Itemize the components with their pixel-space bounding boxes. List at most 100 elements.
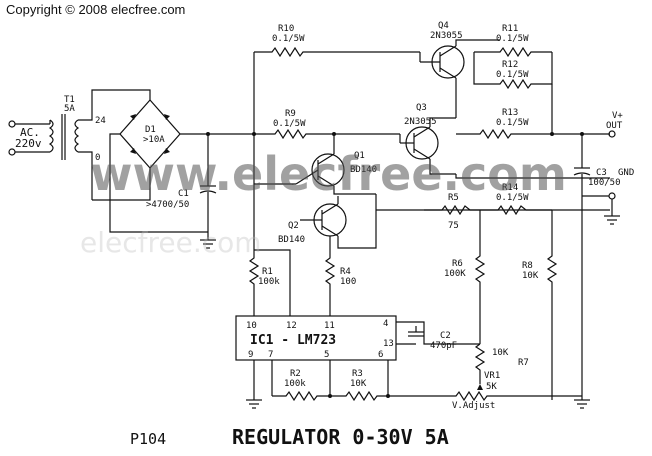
r3-ref: R3 xyxy=(352,369,363,379)
r5-value: 75 xyxy=(448,221,459,231)
ic-pin-5: 5 xyxy=(324,350,329,360)
r11-value: 0.1/5W xyxy=(496,34,529,44)
r14-value: 0.1/5W xyxy=(496,193,529,203)
vplus-label: V+ xyxy=(612,111,623,121)
ic-pin-12: 12 xyxy=(286,321,297,331)
q4-part: 2N3055 xyxy=(430,31,463,41)
r2-value: 100k xyxy=(284,379,306,389)
c1-value: >4700/50 xyxy=(146,200,189,210)
r9-ref: R9 xyxy=(285,109,296,119)
c3-ref: C3 xyxy=(596,168,607,178)
ic-pin-10: 10 xyxy=(246,321,257,331)
r7-ref: R7 xyxy=(518,358,529,368)
r12-ref: R12 xyxy=(502,60,518,70)
r13-ref: R13 xyxy=(502,108,518,118)
r5-ref: R5 xyxy=(448,193,459,203)
r2-ref: R2 xyxy=(290,369,301,379)
ic-pin-4: 4 xyxy=(383,319,388,329)
watermark: www.elecfree.com xyxy=(90,147,567,201)
r4-value: 100 xyxy=(340,277,356,287)
r10-ref: R10 xyxy=(278,24,294,34)
resistor-r13: R13 0.1/5W xyxy=(456,108,610,140)
capacitor-c2: C2 470pF xyxy=(396,326,457,351)
r6-ref: R6 xyxy=(452,259,463,269)
r1-value: 100k xyxy=(258,277,280,287)
t1-tap-24: 24 xyxy=(95,116,106,126)
c1-ref: C1 xyxy=(178,189,189,199)
c2-ref: C2 xyxy=(440,331,451,341)
t1-ref: T1 xyxy=(64,95,75,105)
q4-ref: Q4 xyxy=(438,21,449,31)
feedback-wire xyxy=(396,321,480,345)
q1-ref: Q1 xyxy=(354,151,365,161)
r7-value: 10K xyxy=(492,348,509,358)
copyright-text: Copyright © 2008 elecfree.com xyxy=(6,2,185,17)
ic-pin-13: 13 xyxy=(383,339,394,349)
resistor-r5: R5 75 xyxy=(424,193,480,231)
transformer-t1: T1 5A 24 0 xyxy=(48,89,151,163)
r4-ref: R4 xyxy=(340,267,351,277)
q2-ref: Q2 xyxy=(288,221,299,231)
resistor-r1: R1 100k xyxy=(248,249,291,316)
ic-pin-9: 9 xyxy=(248,350,253,360)
d1-rating: >10A xyxy=(143,135,165,145)
ic-pin-11: 11 xyxy=(324,321,335,331)
transistor-q3: Q3 2N3055 xyxy=(399,103,456,175)
emitter-bus xyxy=(455,174,610,179)
transistor-q4: Q4 2N3055 xyxy=(419,21,500,118)
ac-input: AC. 220v xyxy=(8,120,50,156)
c2-value: 470pF xyxy=(430,341,457,351)
r3-value: 10K xyxy=(350,379,367,389)
q2-part: BD140 xyxy=(278,235,305,245)
resistor-r7: 10K R7 xyxy=(474,343,529,384)
r12-value: 0.1/5W xyxy=(496,70,529,80)
resistor-r2: R2 100k xyxy=(272,369,330,402)
q1-part: BD140 xyxy=(350,165,377,175)
transistor-q1: Q1 BD140 xyxy=(295,134,377,195)
potentiometer-vr1[interactable]: VR1 5K V.Adjust xyxy=(440,371,582,411)
r8-ref: R8 xyxy=(522,261,533,271)
resistor-r6: R6 100K xyxy=(444,210,486,344)
footer-title: REGULATOR 0-30V 5A xyxy=(232,425,449,449)
r13-value: 0.1/5W xyxy=(496,118,529,128)
t1-tap-0: 0 xyxy=(95,153,100,163)
d1-ref: D1 xyxy=(145,125,156,135)
ac-label: AC. xyxy=(20,126,40,139)
r8-value: 10K xyxy=(522,271,539,281)
r11-ref: R11 xyxy=(502,24,518,34)
capacitor-c1: C1 >4700/50 xyxy=(146,132,217,249)
r10-value: 0.1/5W xyxy=(272,34,305,44)
resistor-r14: R14 0.1/5W xyxy=(480,183,552,216)
r1-ref: R1 xyxy=(262,267,273,277)
r9-value: 0.1/5W xyxy=(273,119,306,129)
c3-value: 100/50 xyxy=(588,178,621,188)
resistor-r10: R10 0.1/5W xyxy=(254,24,420,58)
ic1-lm723: 10 12 11 4 13 9 7 5 6 IC1 - LM723 xyxy=(235,315,397,361)
capacitor-c3: C3 100/50 GND xyxy=(573,134,634,400)
q3-ref: Q3 xyxy=(416,103,427,113)
vr1-label: V.Adjust xyxy=(452,401,495,411)
ic-label: IC1 - LM723 xyxy=(250,333,336,348)
resistor-r9: R9 0.1/5W xyxy=(254,109,400,140)
ic-pin-7: 7 xyxy=(268,350,273,360)
t1-rating: 5A xyxy=(64,104,75,114)
vr1-ref: VR1 xyxy=(484,371,500,381)
r6-value: 100K xyxy=(444,269,466,279)
resistor-r3: R3 10K xyxy=(330,369,440,402)
q3-part: 2N3055 xyxy=(404,117,437,127)
vr1-value: 5K xyxy=(486,382,497,392)
footer-code: P104 xyxy=(130,430,166,448)
transistor-q2: Q2 BD140 xyxy=(278,194,610,249)
resistor-r11: R11 0.1/5W xyxy=(474,24,552,58)
out-label: OUT xyxy=(606,121,623,131)
resistor-r12: R12 0.1/5W xyxy=(473,52,553,90)
watermark-faint: elecfree.com xyxy=(80,226,262,259)
r14-ref: R14 xyxy=(502,183,518,193)
gnd-label: GND xyxy=(618,168,634,178)
resistor-r8: R8 10K xyxy=(522,210,558,400)
ic-pin-6: 6 xyxy=(378,350,383,360)
bridge-rectifier-d1: D1 >10A xyxy=(91,99,254,233)
ac-voltage: 220v xyxy=(15,137,42,150)
resistor-r4: R4 100 xyxy=(324,236,356,316)
